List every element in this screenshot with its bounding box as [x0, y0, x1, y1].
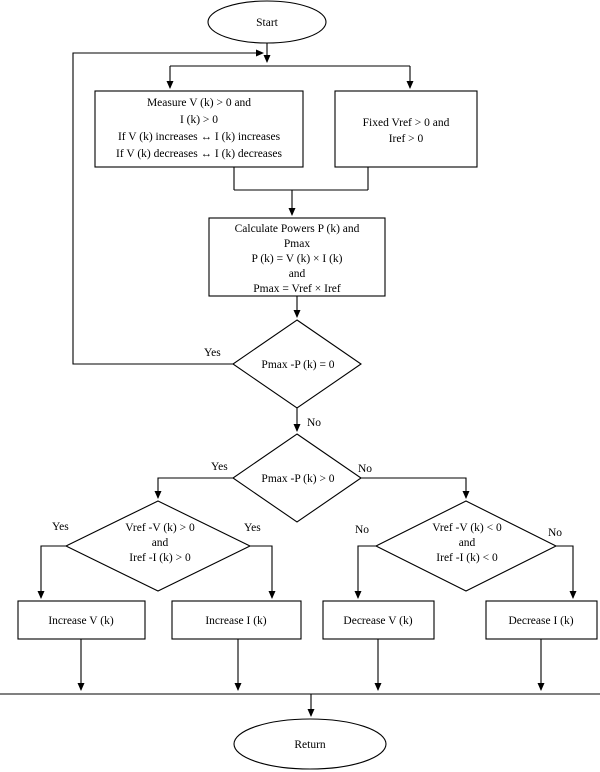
- decision-1: Pmax -P (k) = 0: [232, 319, 362, 409]
- decision-3-yes-right-label: Yes: [244, 522, 261, 534]
- calculate-box: Calculate Powers P (k) and Pmax P (k) = …: [208, 217, 386, 297]
- decision-1-no-label: No: [307, 417, 321, 429]
- calculate-line-3: P (k) = V (k) × I (k): [251, 253, 342, 265]
- decision-1-yes-label: Yes: [204, 347, 221, 359]
- decision-3-yes-left-label: Yes: [52, 521, 69, 533]
- decision-2: Pmax -P (k) > 0: [232, 433, 362, 523]
- decision-3-line-1: Vref -V (k) > 0: [125, 522, 195, 534]
- measure-box: Measure V (k) > 0 and I (k) > 0 If V (k)…: [94, 90, 304, 168]
- measure-line-2: I (k) > 0: [180, 114, 218, 126]
- increase-i-box: Increase I (k): [171, 600, 302, 640]
- return-label: Return: [294, 739, 326, 751]
- start-label: Start: [256, 17, 279, 29]
- decision-4-no-left-label: No: [355, 524, 369, 536]
- connector-decision3-right: [250, 545, 276, 599]
- decision-4-line-3: Iref -I (k) < 0: [436, 552, 498, 564]
- measure-line-1: Measure V (k) > 0 and: [147, 97, 251, 109]
- connector-decision4-left: [354, 545, 376, 599]
- calculate-line-5: Pmax = Vref × Iref: [253, 283, 341, 295]
- start-terminal: Start: [207, 0, 327, 44]
- connector-decision2-yes: [154, 477, 233, 499]
- calculate-line-4: and: [289, 268, 306, 280]
- decision-4-line-2: and: [459, 537, 476, 549]
- increase-i-label: Increase I (k): [205, 615, 266, 627]
- calculate-line-2: Pmax: [284, 238, 310, 250]
- decision-4: Vref -V (k) < 0 and Iref -I (k) < 0: [374, 500, 558, 592]
- decrease-i-label: Decrease I (k): [508, 615, 573, 627]
- decision-2-label: Pmax -P (k) > 0: [261, 473, 334, 485]
- return-terminal: Return: [233, 718, 387, 770]
- connector-loop-yes: [72, 49, 264, 365]
- increase-v-label: Increase V (k): [48, 615, 114, 627]
- decision-3-line-2: and: [152, 537, 169, 549]
- measure-line-4: If V (k) decreases ↔ I (k) decreases: [116, 148, 282, 160]
- decision-3-line-3: Iref -I (k) > 0: [129, 552, 191, 564]
- decision-2-yes-label: Yes: [211, 461, 228, 473]
- decrease-i-box: Decrease I (k): [485, 600, 598, 640]
- decision-1-label: Pmax -P (k) = 0: [261, 359, 334, 371]
- connector-decision3-left: [37, 545, 66, 599]
- decision-4-no-right-label: No: [548, 527, 562, 539]
- decision-4-line-1: Vref -V (k) < 0: [432, 522, 502, 534]
- calculate-line-1: Calculate Powers P (k) and: [235, 223, 360, 235]
- connector-decision4-right: [556, 545, 577, 599]
- decrease-v-label: Decrease V (k): [343, 615, 412, 627]
- fixed-box: Fixed Vref > 0 and Iref > 0: [334, 90, 478, 168]
- measure-line-3: If V (k) increases ↔ I (k) increases: [118, 131, 281, 143]
- fixed-line-2: Iref > 0: [389, 133, 424, 145]
- fixed-line-1: Fixed Vref > 0 and: [363, 117, 450, 129]
- decision-3: Vref -V (k) > 0 and Iref -I (k) > 0: [64, 500, 252, 592]
- connector-decision2-no: [361, 477, 470, 499]
- decrease-v-box: Decrease V (k): [322, 600, 435, 640]
- decision-2-no-label: No: [358, 463, 372, 475]
- increase-v-box: Increase V (k): [17, 600, 146, 640]
